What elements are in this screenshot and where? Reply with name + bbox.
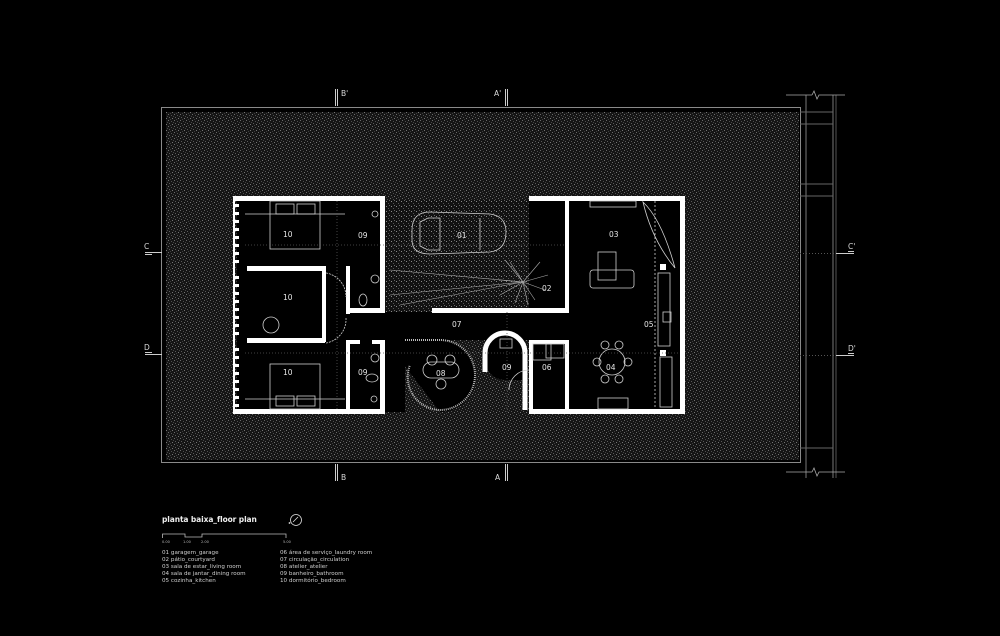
legend-item: 05 cozinha_kitchen xyxy=(162,578,216,584)
room-label: 10 xyxy=(283,293,293,302)
legend-item: 02 pátio_courtyard xyxy=(162,557,215,563)
scale-label: 0.00 xyxy=(162,540,170,544)
legend-item: 07 circulação_circulation xyxy=(280,557,350,563)
room-label: 05 xyxy=(644,320,654,329)
legend-item: 09 banheiro_bathroom xyxy=(280,571,344,577)
room-label: 04 xyxy=(606,363,616,372)
room-label: 10 xyxy=(283,230,293,239)
legend-item: 08 atelier_atelier xyxy=(280,564,328,570)
room-label: 10 xyxy=(283,368,293,377)
room-label: 01 xyxy=(457,231,467,240)
legend-item: 06 área de serviço_laundry room xyxy=(280,550,373,556)
section-label-c: C xyxy=(144,242,149,251)
walls xyxy=(233,196,685,414)
section-label-b-prime: B' xyxy=(341,89,348,98)
scale-label: 1.00 xyxy=(183,540,191,544)
room-label: 07 xyxy=(452,320,462,329)
scale-label: 2.00 xyxy=(201,540,209,544)
room-label: 08 xyxy=(436,369,446,378)
section-markers: B' A' B A C D C' D' xyxy=(144,89,856,482)
legend: planta baixa_floor plan 0.00 1.00 2.00 5… xyxy=(162,515,402,585)
legend-item: 04 sala de jantar_dining room xyxy=(162,571,246,577)
section-label-b: B xyxy=(341,473,346,482)
scale-label: 5.00 xyxy=(283,540,291,544)
section-label-d-prime: D' xyxy=(848,344,856,353)
north-arrow-icon xyxy=(288,514,302,526)
legend-item: 03 sala de estar_living room xyxy=(162,564,242,570)
room-label: 06 xyxy=(542,363,552,372)
room-labels: 01 02 03 04 05 06 07 08 09 09 09 10 10 1… xyxy=(283,230,654,378)
legend-column-right: 06 área de serviço_laundry room 07 circu… xyxy=(280,550,398,585)
room-label: 03 xyxy=(609,230,619,239)
louver-wall xyxy=(233,196,239,414)
scale-bar-graphic xyxy=(162,533,287,538)
section-label-a-prime: A' xyxy=(494,89,501,98)
furniture xyxy=(245,200,680,412)
legend-item: 01 garagem_garage xyxy=(162,550,219,556)
room-label: 02 xyxy=(542,284,552,293)
room-label: 09 xyxy=(358,231,368,240)
legend-item: 10 dormitório_bedroom xyxy=(280,578,346,584)
curved-bath-wall xyxy=(482,330,528,410)
room-label: 09 xyxy=(358,368,368,377)
section-label-a: A xyxy=(495,473,501,482)
section-label-c-prime: C' xyxy=(848,242,855,251)
legend-column-left: 01 garagem_garage 02 pátio_courtyard 03 … xyxy=(162,550,280,585)
atelier-curved-glass xyxy=(405,339,476,412)
room-label: 09 xyxy=(502,363,512,372)
legend-title: planta baixa_floor plan xyxy=(162,515,257,524)
section-label-d: D xyxy=(144,343,150,352)
scale-bar: 0.00 1.00 2.00 5.00 xyxy=(162,530,402,546)
